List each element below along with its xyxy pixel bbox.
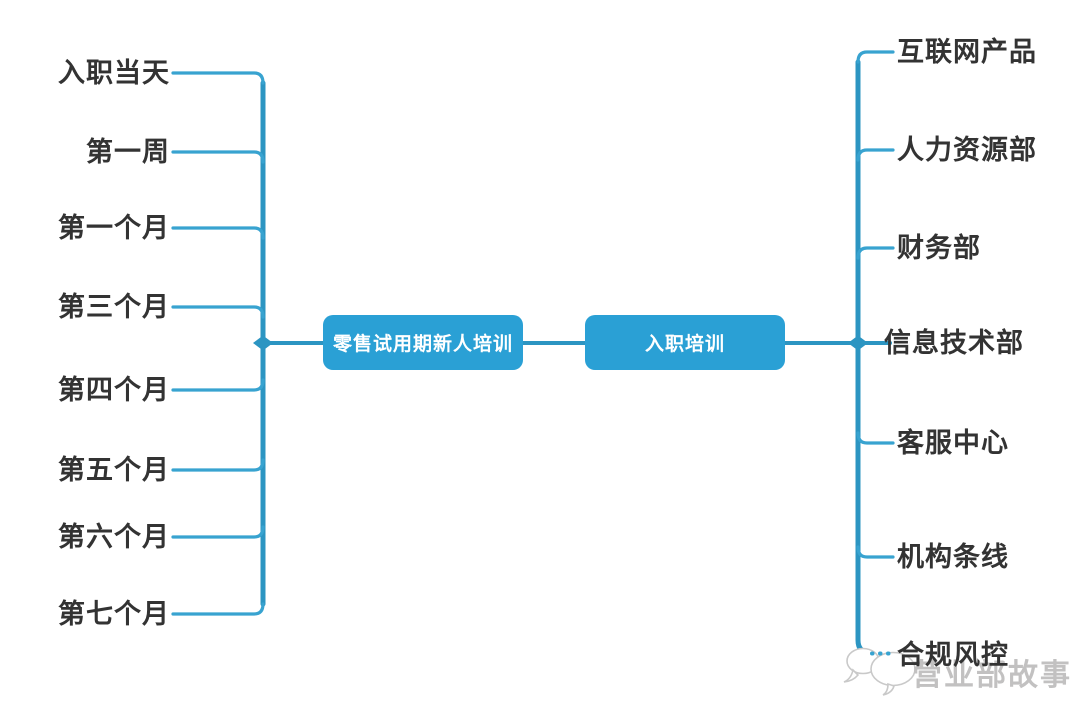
branch-label-internet-product[interactable]: 互联网产品 <box>897 37 1037 67</box>
branch-label-human-resources[interactable]: 人力资源部 <box>897 135 1037 165</box>
topic-node-onboarding-training[interactable]: 入职培训 <box>585 315 785 370</box>
branch-label-month-seven[interactable]: 第七个月 <box>58 599 170 629</box>
watermark-text: 营业部故事 <box>912 659 1072 692</box>
branch-label-week-one[interactable]: 第一周 <box>86 137 170 167</box>
branch-label-month-three[interactable]: 第三个月 <box>58 292 170 322</box>
topic-node-retail-probation-training[interactable]: 零售试用期新人培训 <box>323 315 523 370</box>
branch-label-it-dept[interactable]: 信息技术部 <box>884 328 1024 358</box>
branch-label-compliance-risk[interactable]: 合规风控 <box>897 640 1009 670</box>
branch-label-branch-line[interactable]: 机构条线 <box>897 542 1009 572</box>
branch-label-finance-dept[interactable]: 财务部 <box>897 233 981 263</box>
branch-label-month-one[interactable]: 第一个月 <box>58 213 170 243</box>
branch-label-day-one[interactable]: 入职当天 <box>58 58 170 88</box>
branch-label-month-five[interactable]: 第五个月 <box>58 455 170 485</box>
chat-bubbles-icon <box>843 647 916 696</box>
left-junction-arrow <box>253 335 273 351</box>
branch-label-customer-service[interactable]: 客服中心 <box>897 428 1009 458</box>
branch-label-month-six[interactable]: 第六个月 <box>58 522 170 552</box>
branch-label-month-four[interactable]: 第四个月 <box>58 375 170 405</box>
